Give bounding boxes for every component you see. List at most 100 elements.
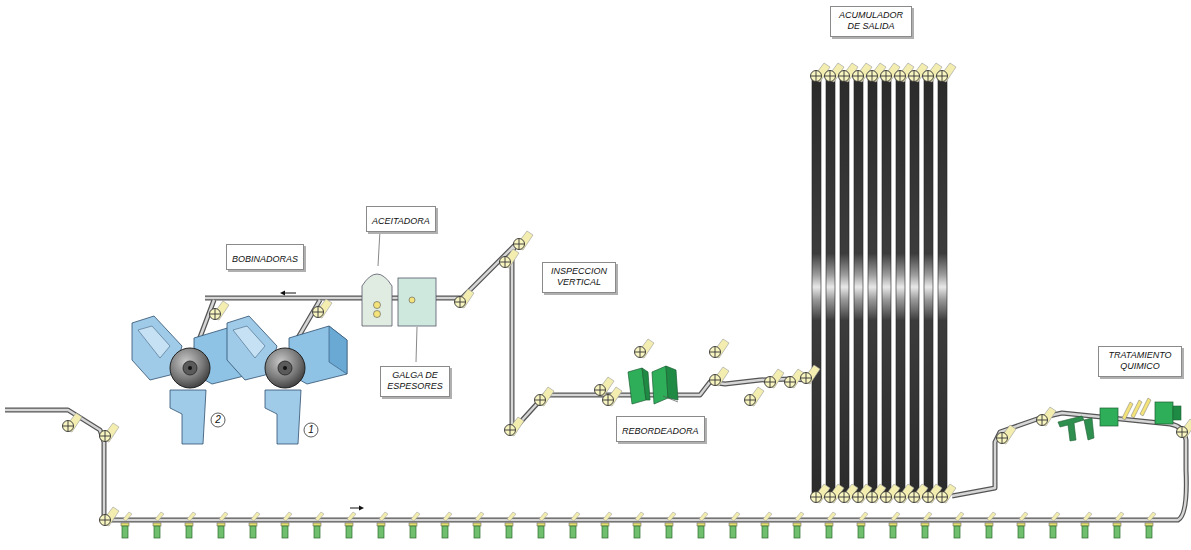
illustration-part [374,302,381,309]
illustration-part [535,387,555,406]
illustration-part [793,512,804,538]
section-label: ACEITADORA [372,216,430,227]
illustration-part [313,512,324,538]
label-box: BOBINADORAS [226,244,304,270]
illustration-part [249,512,260,538]
illustration-part [857,512,868,538]
callout-number: 2 [215,415,221,425]
strip [5,244,1186,520]
illustration-part [100,507,120,526]
illustration-part [868,78,877,496]
illustration-part [304,423,318,437]
illustration-part [473,512,484,538]
flow-arrows [280,291,364,511]
illustration-part [642,368,650,400]
illustration-part [210,301,230,320]
label-box: GALGA DE ESPESORES [380,366,450,397]
section-label: ACUMULADOR DE SALIDA [836,10,906,32]
section-label: BOBINADORAS [232,254,298,265]
illustration-part [455,289,475,308]
illustration-part [985,512,996,538]
illustration-part [1177,419,1191,438]
section-label: REBORDEADORA [622,426,699,437]
illustration-part [812,78,821,496]
illustration-part [765,369,785,388]
illustration-part [633,512,644,538]
illustration-part [227,316,347,444]
illustration-part [121,512,132,538]
illustration-part [185,512,196,538]
illustration-part [5,244,1186,520]
illustration-part [1017,512,1028,538]
callout-number: 1 [308,425,314,435]
illustration-part [284,293,296,294]
illustration-part [652,366,668,404]
illustration-part [500,249,520,268]
illustration-part [635,339,655,358]
illustration-part [1081,512,1092,538]
illustration-part [377,512,388,538]
label-box: INSPECCION VERTICAL [542,262,616,293]
illustration-part [889,512,900,538]
illustration-part [745,387,765,406]
illustration-part [729,512,740,538]
illustration-part [924,78,933,496]
illustration-part [801,365,821,384]
illustration-part [697,512,708,538]
line-rollers [63,231,1191,526]
illustration-part [761,512,772,538]
illustration-part [666,366,678,400]
accumulator-rollers [811,63,957,503]
illustration-part [409,297,415,303]
illustration-part [569,512,580,538]
edge-trimmer [628,366,678,404]
illustration-part [153,512,164,538]
illustration-part [896,78,905,496]
illustration-part [350,508,360,509]
illustration-part [854,78,863,496]
illustration-part [441,512,452,538]
chemical-treatment [1058,398,1181,441]
illustration-part [537,512,548,538]
section-label: INSPECCION VERTICAL [548,266,610,288]
accumulator-bands [812,78,947,496]
illustration-part [362,274,392,326]
illustration-part [280,291,285,296]
illustration-part [409,512,420,538]
illustration-part [937,63,957,82]
illustration-part [826,78,835,496]
section-label: TRATAMIENTO QUIMICO [1104,350,1176,372]
illustration-part [825,512,836,538]
label-box: REBORDEADORA [616,416,705,442]
illustration-part [211,413,225,427]
illustration-part [514,231,534,250]
illustration-part [938,78,947,496]
oiler-and-gauge [362,230,436,362]
illustration-part [416,327,417,362]
label-box: TRATAMIENTO QUIMICO [1098,346,1182,377]
illustration-part [603,387,623,406]
illustration-part [1145,512,1156,538]
coilers [132,316,347,444]
illustration-part [1100,408,1118,426]
illustration-part [882,78,891,496]
illustration-part [1058,416,1084,441]
illustration-part [217,512,228,538]
illustration-part [345,512,356,538]
illustration-part [1173,406,1181,420]
illustration-part [663,396,678,402]
support-stands [121,512,1156,538]
illustration-part [601,512,612,538]
label-box: ACEITADORA [366,206,436,232]
illustration-part [505,417,525,436]
illustration-part [910,78,919,496]
illustration-part [374,311,381,318]
illustration-part [710,367,730,386]
illustration-part [100,423,120,442]
illustration-part [313,299,333,318]
illustration-part [710,339,730,358]
label-box: ACUMULADOR DE SALIDA [830,6,912,37]
illustration-part [1113,512,1124,538]
